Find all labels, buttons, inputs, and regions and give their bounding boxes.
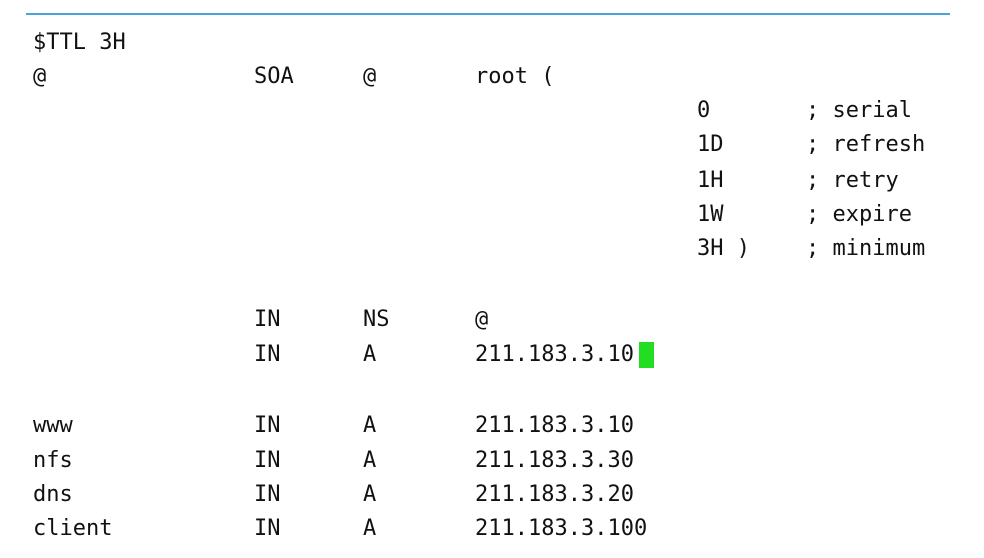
host-record-class: IN [254,448,281,473]
host-record-class: IN [254,516,281,541]
soa-retry-value: 1H [697,168,724,193]
ns-record-data: @ [475,307,489,332]
soa-minimum-comment: ; minimum [806,236,926,261]
text-cursor [639,342,654,368]
host-record-name: www [33,413,73,438]
host-record-name: dns [33,482,73,507]
host-record-data: 211.183.3.100 [475,516,648,541]
soa-name: @ [33,64,47,89]
soa-expire-value: 1W [697,202,724,227]
apex-a-record-data: 211.183.3.10 [475,342,634,367]
soa-serial-value: 0 [697,98,711,123]
host-record-type: A [363,482,377,507]
soa-minimum-value: 3H ) [697,236,750,261]
soa-retry-comment: ; retry [806,168,899,193]
soa-refresh-value: 1D [697,132,724,157]
host-record-class: IN [254,482,281,507]
apex-a-record-type: A [363,342,377,367]
soa-expire-comment: ; expire [806,202,912,227]
host-record-data: 211.183.3.30 [475,448,634,473]
host-record-name: nfs [33,448,73,473]
ttl-directive: $TTL 3H [33,30,126,55]
host-record-data: 211.183.3.20 [475,482,634,507]
ns-record-class: IN [254,307,281,332]
ns-record-type: NS [363,307,390,332]
apex-a-record-class: IN [254,342,281,367]
host-record-type: A [363,516,377,541]
host-record-data: 211.183.3.10 [475,413,634,438]
host-record-class: IN [254,413,281,438]
soa-refresh-comment: ; refresh [806,132,926,157]
host-record-type: A [363,413,377,438]
host-record-name: client [33,516,113,541]
soa-type: SOA [254,64,294,89]
soa-serial-comment: ; serial [806,98,912,123]
soa-origin: @ [363,64,377,89]
host-record-type: A [363,448,377,473]
top-divider [26,13,950,15]
soa-contact: root ( [475,64,555,89]
